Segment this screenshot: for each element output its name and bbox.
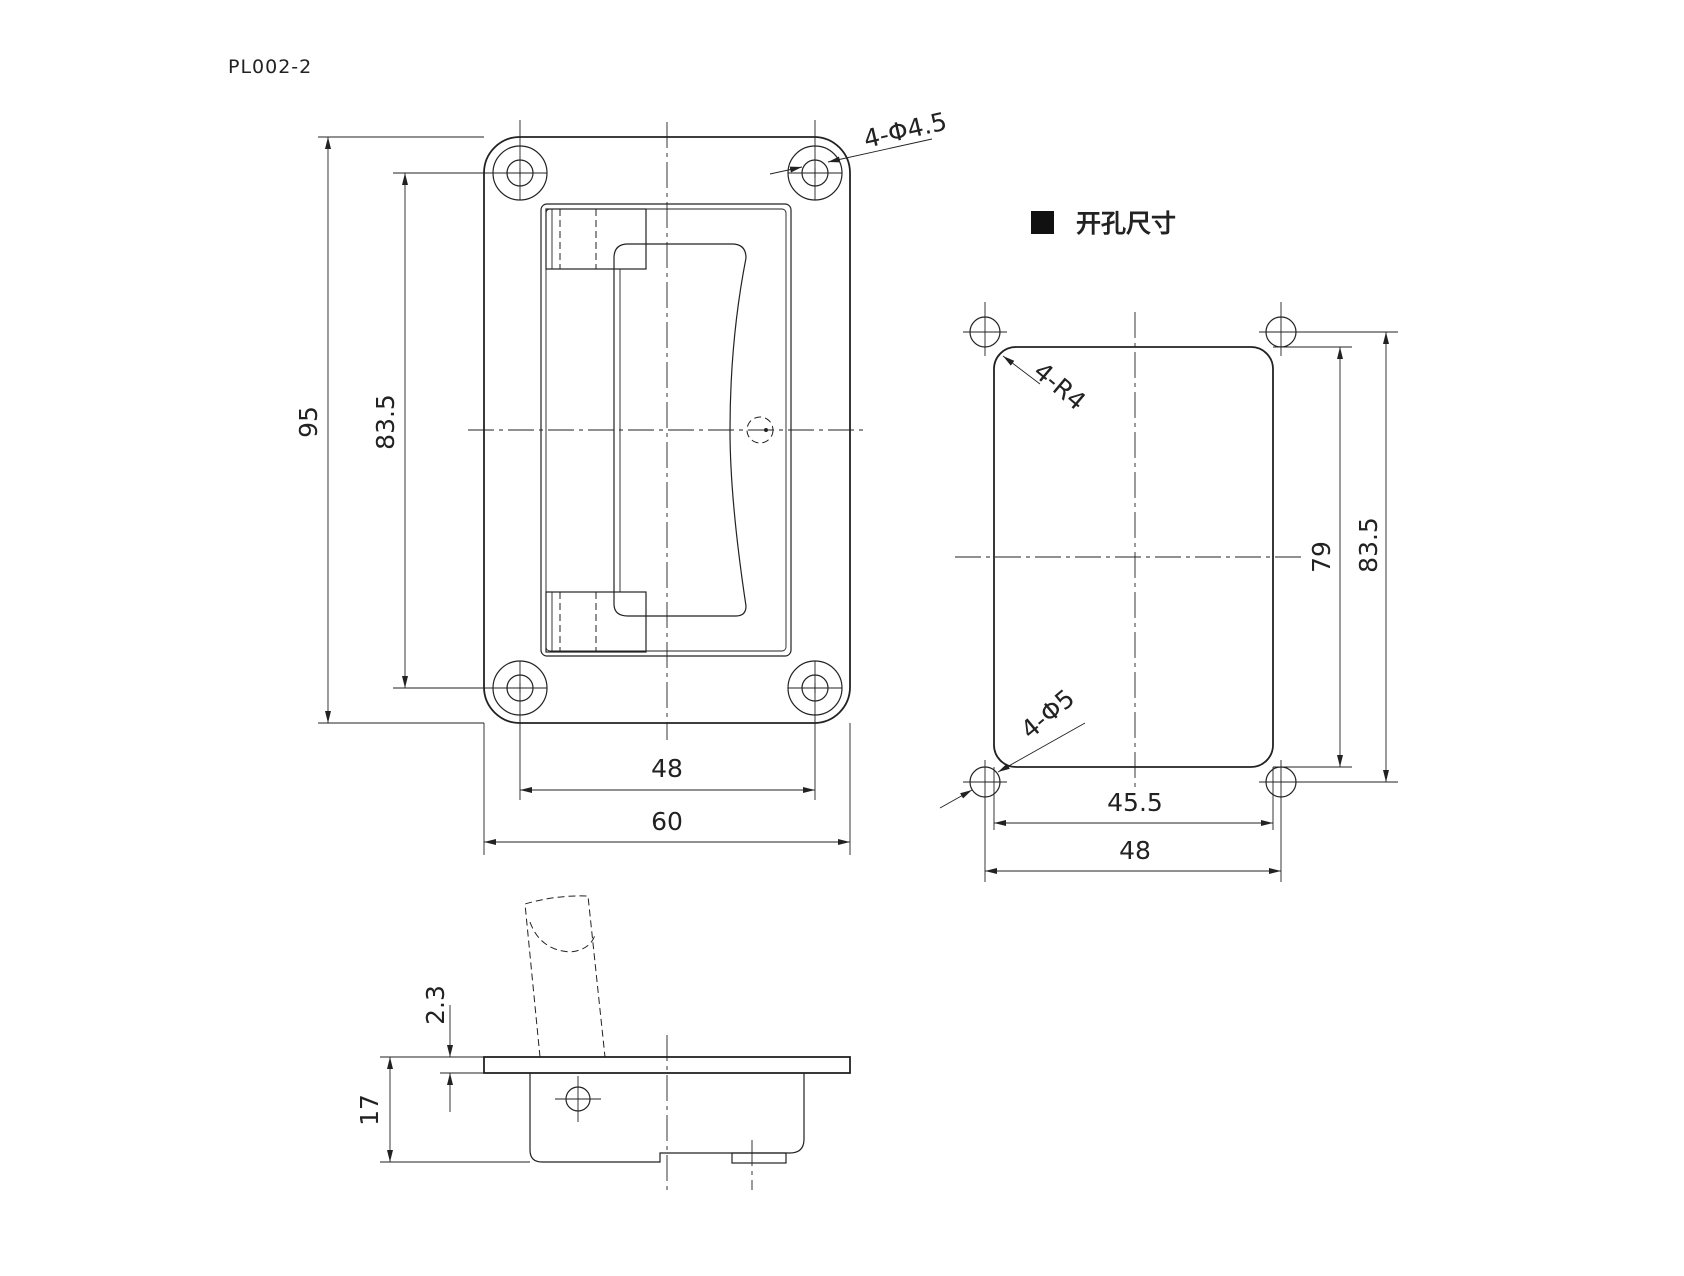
drawing-code: PL002-2 [228,56,312,78]
front-view: 95 83.5 48 60 4-Φ4.5 [294,107,950,855]
note-cutout-holes: 4-Φ5 [1015,683,1080,744]
side-bottom-tab [731,1152,787,1164]
cutout-opening-outline [993,346,1274,768]
dim-opening-height: 79 [1307,541,1336,573]
dim-cutout-hole-spacing-horizontal: 48 [1119,836,1151,865]
dim-cutout-hole-spacing-vertical: 83.5 [1354,517,1383,573]
note-mounting-holes: 4-Φ4.5 [861,107,950,154]
dim-overall-height: 95 [294,406,323,438]
side-body-outline [529,1073,805,1163]
dim-opening-width: 45.5 [1107,788,1163,817]
hinge-block-top [545,208,647,270]
cutout-view: 4-R4 4-Φ5 79 83.5 45.5 48 [939,302,1398,882]
dim-depth: 17 [355,1094,384,1126]
recess-inner-outline [545,208,787,652]
section-marker-square [1031,211,1054,234]
cutout-section-title: 开孔尺寸 [1076,209,1176,238]
dim-hole-spacing-horizontal: 48 [651,754,683,783]
handle-outline [613,243,747,617]
side-view: 2.3 17 [355,895,851,1195]
dim-overall-width: 60 [651,807,683,836]
dim-plate-thickness: 2.3 [421,985,450,1025]
hinge-block-bottom [545,591,647,653]
dim-hole-spacing-vertical: 83.5 [371,394,400,450]
side-handle-raised-hidden [524,895,606,1058]
note-corner-radius: 4-R4 [1028,356,1091,416]
